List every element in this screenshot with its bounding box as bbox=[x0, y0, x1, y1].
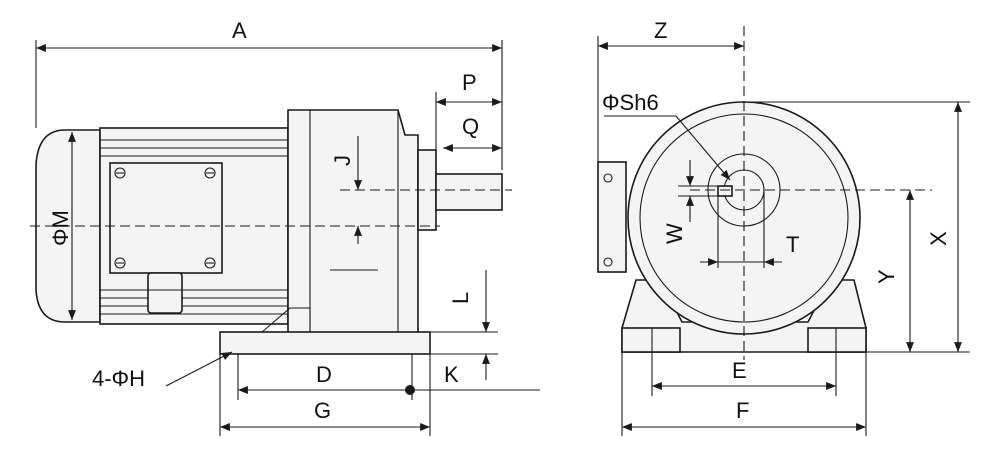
terminal-box bbox=[109, 162, 223, 274]
label-g: G bbox=[314, 398, 331, 423]
label-phi-sh6: ΦSh6 bbox=[602, 90, 659, 115]
side-view: A P Q J ΦM L K D G 4-ΦH bbox=[30, 18, 540, 436]
rear-stub bbox=[597, 161, 627, 273]
label-p: P bbox=[462, 70, 477, 95]
label-phi-m: ΦM bbox=[48, 210, 73, 246]
label-q: Q bbox=[462, 114, 479, 139]
label-d: D bbox=[316, 362, 332, 387]
label-holes: 4-ΦH bbox=[92, 366, 145, 391]
label-f: F bbox=[736, 398, 749, 423]
label-a: A bbox=[232, 18, 247, 43]
datum-dot bbox=[405, 385, 415, 395]
foot-right bbox=[807, 327, 867, 353]
front-view: Z ΦSh6 W T X Y E F bbox=[597, 18, 970, 436]
cable-gland bbox=[147, 272, 183, 314]
cooling-fins bbox=[100, 139, 288, 315]
label-l: L bbox=[448, 292, 473, 304]
housing-inner bbox=[639, 113, 849, 323]
label-y: Y bbox=[874, 269, 899, 284]
output-shaft bbox=[435, 173, 503, 211]
shaft-key bbox=[717, 185, 733, 197]
label-j: J bbox=[330, 155, 355, 166]
label-w: W bbox=[662, 223, 687, 244]
label-z: Z bbox=[654, 18, 667, 43]
terminal-screws bbox=[114, 167, 216, 269]
label-x: X bbox=[926, 231, 951, 246]
base-foot bbox=[219, 331, 431, 355]
label-k: K bbox=[444, 362, 459, 387]
foot-left bbox=[621, 327, 681, 353]
label-t: T bbox=[786, 232, 799, 257]
label-e: E bbox=[732, 358, 747, 383]
